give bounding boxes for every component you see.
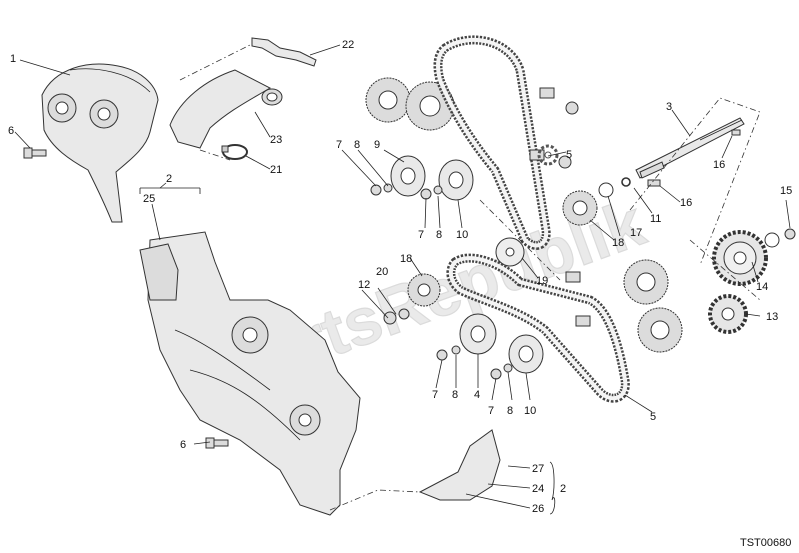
washer [503, 363, 513, 373]
washer [420, 188, 432, 200]
upper-idler-pulley [390, 155, 426, 197]
callout-3: 3 [666, 101, 672, 113]
callout-14: 14 [756, 281, 768, 293]
callout-5: 5 [650, 411, 656, 423]
callout-27: 27 [532, 463, 544, 475]
lower-cam-pulleys [623, 259, 683, 353]
callout-2: 2 [166, 173, 172, 185]
lower-tensioner-pulley [508, 334, 544, 374]
group-bracket-2-lower [549, 461, 556, 515]
callout-6: 6 [180, 439, 186, 451]
upper-timing-cover [41, 63, 159, 223]
callout-22: 22 [342, 39, 354, 51]
callout-7: 7 [432, 389, 438, 401]
small-gear [708, 294, 748, 334]
callout-17: 17 [630, 227, 642, 239]
countershaft [635, 117, 745, 179]
nut [490, 368, 502, 380]
callout-26: 26 [532, 503, 544, 515]
callout-19: 19 [536, 275, 548, 287]
callout-8: 8 [436, 229, 442, 241]
callout-6: 6 [8, 125, 14, 137]
belt-guard-bracket [418, 429, 501, 501]
callout-23: 23 [270, 134, 282, 146]
crank-pulley-lower [407, 273, 441, 307]
nut [784, 228, 796, 240]
callout-1: 1 [10, 53, 16, 65]
callout-18: 18 [400, 253, 412, 265]
washer [383, 311, 397, 325]
key [731, 129, 741, 136]
lower-timing-cover [139, 231, 361, 516]
nut [398, 308, 410, 320]
washer [370, 184, 382, 196]
washer [764, 232, 780, 248]
lower-timing-belt [446, 253, 630, 403]
callout-12: 12 [358, 279, 370, 291]
nut [383, 183, 393, 193]
callout-10: 10 [456, 229, 468, 241]
callout-21: 21 [270, 164, 282, 176]
callout-24: 24 [532, 483, 544, 495]
spacer-washer [495, 237, 525, 267]
alignment-lines [179, 44, 761, 511]
circlip [621, 177, 631, 187]
callout-4: 4 [474, 389, 480, 401]
callout-20: 20 [376, 266, 388, 278]
crank-pulley-upper [562, 190, 598, 226]
callout-7: 7 [336, 139, 342, 151]
callout-11: 11 [650, 213, 661, 225]
washer [598, 182, 614, 198]
upper-cam-pulleys [365, 77, 455, 131]
callout-5: 5 [566, 149, 572, 161]
bolt-upper [23, 147, 47, 159]
upper-timing-belt [433, 35, 551, 250]
callout-16: 16 [713, 159, 725, 171]
callout-8: 8 [452, 389, 458, 401]
hose-bracket [251, 37, 317, 67]
nut [436, 349, 448, 361]
nut [433, 185, 443, 195]
callout-9: 9 [374, 139, 380, 151]
large-gear [712, 230, 768, 286]
callout-8: 8 [354, 139, 360, 151]
lower-idler-pulley [459, 313, 497, 355]
hose-clamp [221, 144, 248, 160]
key [647, 179, 661, 187]
upper-tensioner-pulley [438, 159, 474, 201]
callout-13: 13 [766, 311, 778, 323]
callout-10: 10 [524, 405, 536, 417]
callout-7: 7 [418, 229, 424, 241]
callout-2: 2 [560, 483, 566, 495]
bolt-lower [205, 437, 229, 449]
callout-15: 15 [780, 185, 792, 197]
callout-25: 25 [143, 193, 155, 205]
washer [451, 345, 461, 355]
drawing-code: TST00680 [740, 537, 791, 549]
callout-16: 16 [680, 197, 692, 209]
studs-upper [529, 87, 579, 169]
breather-hose [169, 69, 283, 149]
callout-8: 8 [507, 405, 513, 417]
callout-labels: 1 2 25 6 6 22 23 21 7 8 9 7 8 10 5 3 16 … [8, 39, 792, 515]
callout-18: 18 [612, 237, 624, 249]
group-bracket-2 [139, 187, 201, 194]
studs-lower [565, 271, 591, 327]
callout-7: 7 [488, 405, 494, 417]
leader-lines [14, 44, 791, 509]
